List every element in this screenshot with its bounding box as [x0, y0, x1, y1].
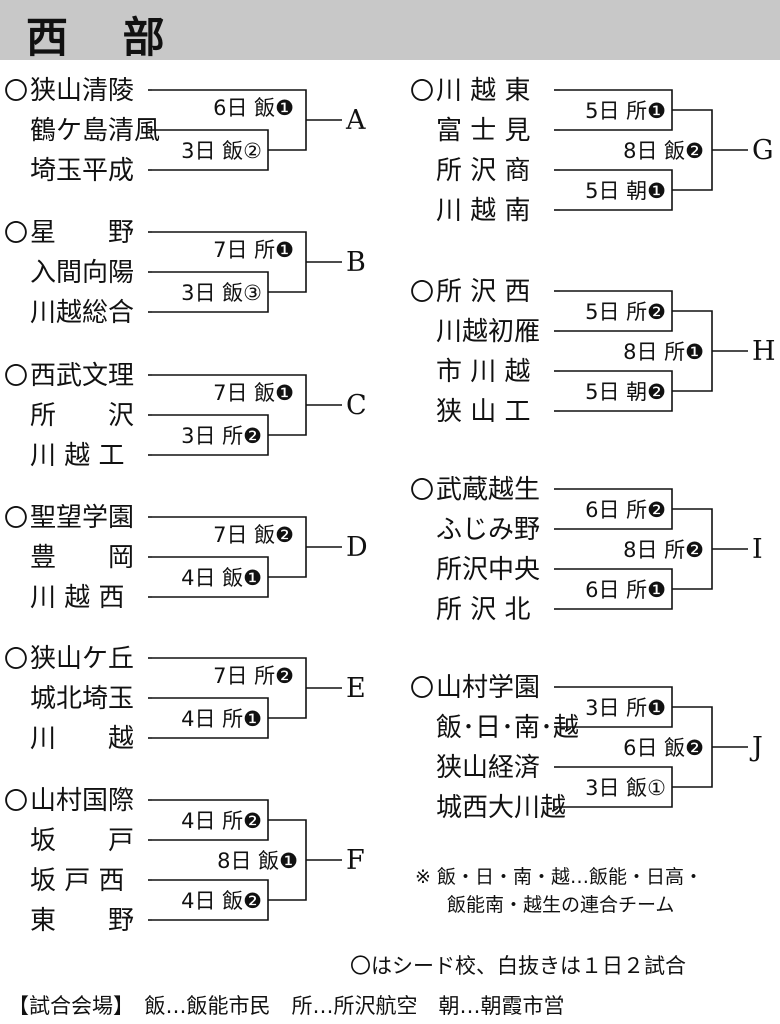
team-name: 坂 戸 西: [30, 866, 125, 896]
team-name: 埼玉平成: [30, 156, 134, 186]
game-label: 3日 飯①: [585, 776, 666, 800]
team-name: 川 越: [30, 724, 134, 754]
legend-note: 〇はシード校、白抜きは１日２試合: [350, 954, 686, 978]
seed-mark: 〇: [410, 476, 434, 504]
team-name: 狭山ケ丘: [30, 644, 134, 674]
game-label: 6日 所❷: [585, 498, 666, 522]
seed-mark: 〇: [4, 504, 28, 532]
game-label: 8日 所❶: [623, 340, 704, 364]
game-label: 4日 所❷: [181, 809, 262, 833]
team-name: 富 士 見: [436, 116, 531, 146]
team-name: 所 沢 商: [436, 156, 531, 186]
game-label: 7日 飯❶: [213, 381, 294, 405]
team-name: 川越初雁: [436, 317, 540, 347]
game-label: 6日 飯❷: [623, 736, 704, 760]
game-label: 5日 朝❶: [585, 179, 666, 203]
game-label: 7日 飯❷: [213, 523, 294, 547]
team-name: 西武文理: [30, 361, 134, 391]
team-name: 聖望学園: [30, 503, 134, 533]
block-letter: C: [346, 390, 367, 421]
team-name: 所 沢 西: [436, 277, 531, 307]
game-label: 5日 所❷: [585, 300, 666, 324]
team-name: 城北埼玉: [30, 684, 134, 714]
seed-mark: 〇: [4, 219, 28, 247]
game-label: 3日 飯②: [181, 139, 262, 163]
team-name: 川 越 東: [436, 76, 531, 106]
team-name: 所 沢 北: [436, 595, 531, 625]
page-title: 西 部: [26, 13, 185, 62]
game-label: 8日 飯❶: [217, 849, 298, 873]
block-letter: J: [749, 732, 763, 763]
game-label: 5日 所❶: [585, 99, 666, 123]
game-label: 3日 飯③: [181, 281, 262, 305]
seed-mark: 〇: [410, 77, 434, 105]
seed-mark: 〇: [4, 362, 28, 390]
game-label: 7日 所❶: [213, 238, 294, 262]
team-name: 狭山経済: [436, 753, 540, 783]
game-label: 6日 飯❶: [213, 96, 294, 120]
seed-mark: 〇: [4, 645, 28, 673]
venue-footer: 【試合会場】 飯…飯能市民 所…所沢航空 朝…朝霞市営: [8, 994, 565, 1018]
team-name: 狭山清陵: [30, 76, 134, 106]
seed-mark: 〇: [4, 77, 28, 105]
block-letter: A: [345, 105, 366, 136]
team-name: 飯･日･南･越: [436, 713, 579, 743]
game-label: 8日 所❷: [623, 538, 704, 562]
seed-mark: 〇: [4, 787, 28, 815]
game-label: 3日 所❶: [585, 696, 666, 720]
team-name: 狭 山 工: [436, 397, 531, 427]
game-label: 4日 所❶: [181, 707, 262, 731]
team-name: 川越総合: [30, 298, 134, 328]
team-name: ふじみ野: [436, 515, 540, 545]
block-letter: F: [346, 845, 365, 876]
team-name: 所沢中央: [436, 555, 540, 585]
block-letter: H: [752, 336, 776, 367]
game-label: 4日 飯❶: [181, 566, 262, 590]
game-label: 7日 所❷: [213, 664, 294, 688]
team-name: 城西大川越: [436, 793, 566, 823]
team-name: 市 川 越: [436, 357, 531, 387]
block-letter: D: [346, 532, 368, 563]
team-name: 所 沢: [30, 401, 134, 431]
block-letter: E: [346, 673, 366, 704]
game-label: 6日 所❶: [585, 578, 666, 602]
team-name: 坂 戸: [30, 826, 134, 856]
seed-mark: 〇: [410, 674, 434, 702]
block-letter: G: [752, 135, 774, 166]
team-name: 豊 岡: [30, 543, 134, 573]
team-name: 東 野: [30, 906, 134, 936]
team-name: 入間向陽: [30, 258, 134, 288]
team-name: 星 野: [30, 218, 134, 248]
block-letter: B: [346, 247, 366, 278]
block-letter: I: [752, 534, 763, 565]
team-name: 鶴ケ島清風: [30, 116, 160, 146]
team-name: 山村学園: [436, 673, 540, 703]
game-label: 8日 飯❷: [623, 139, 704, 163]
team-name: 川 越 西: [30, 583, 125, 613]
team-name: 川 越 南: [436, 196, 531, 226]
game-label: 4日 飯❷: [181, 889, 262, 913]
team-name: 武蔵越生: [436, 475, 540, 505]
team-name: 川 越 工: [30, 441, 125, 471]
joint-team-note: ※ 飯・日・南・越…飯能・日高・: [415, 866, 703, 888]
joint-team-note-cont: 飯能南・越生の連合チーム: [447, 894, 675, 916]
game-label: 5日 朝❷: [585, 380, 666, 404]
seed-mark: 〇: [410, 278, 434, 306]
team-name: 山村国際: [30, 786, 134, 816]
header-bar: 西 部: [0, 0, 780, 62]
game-label: 3日 所❷: [181, 424, 262, 448]
